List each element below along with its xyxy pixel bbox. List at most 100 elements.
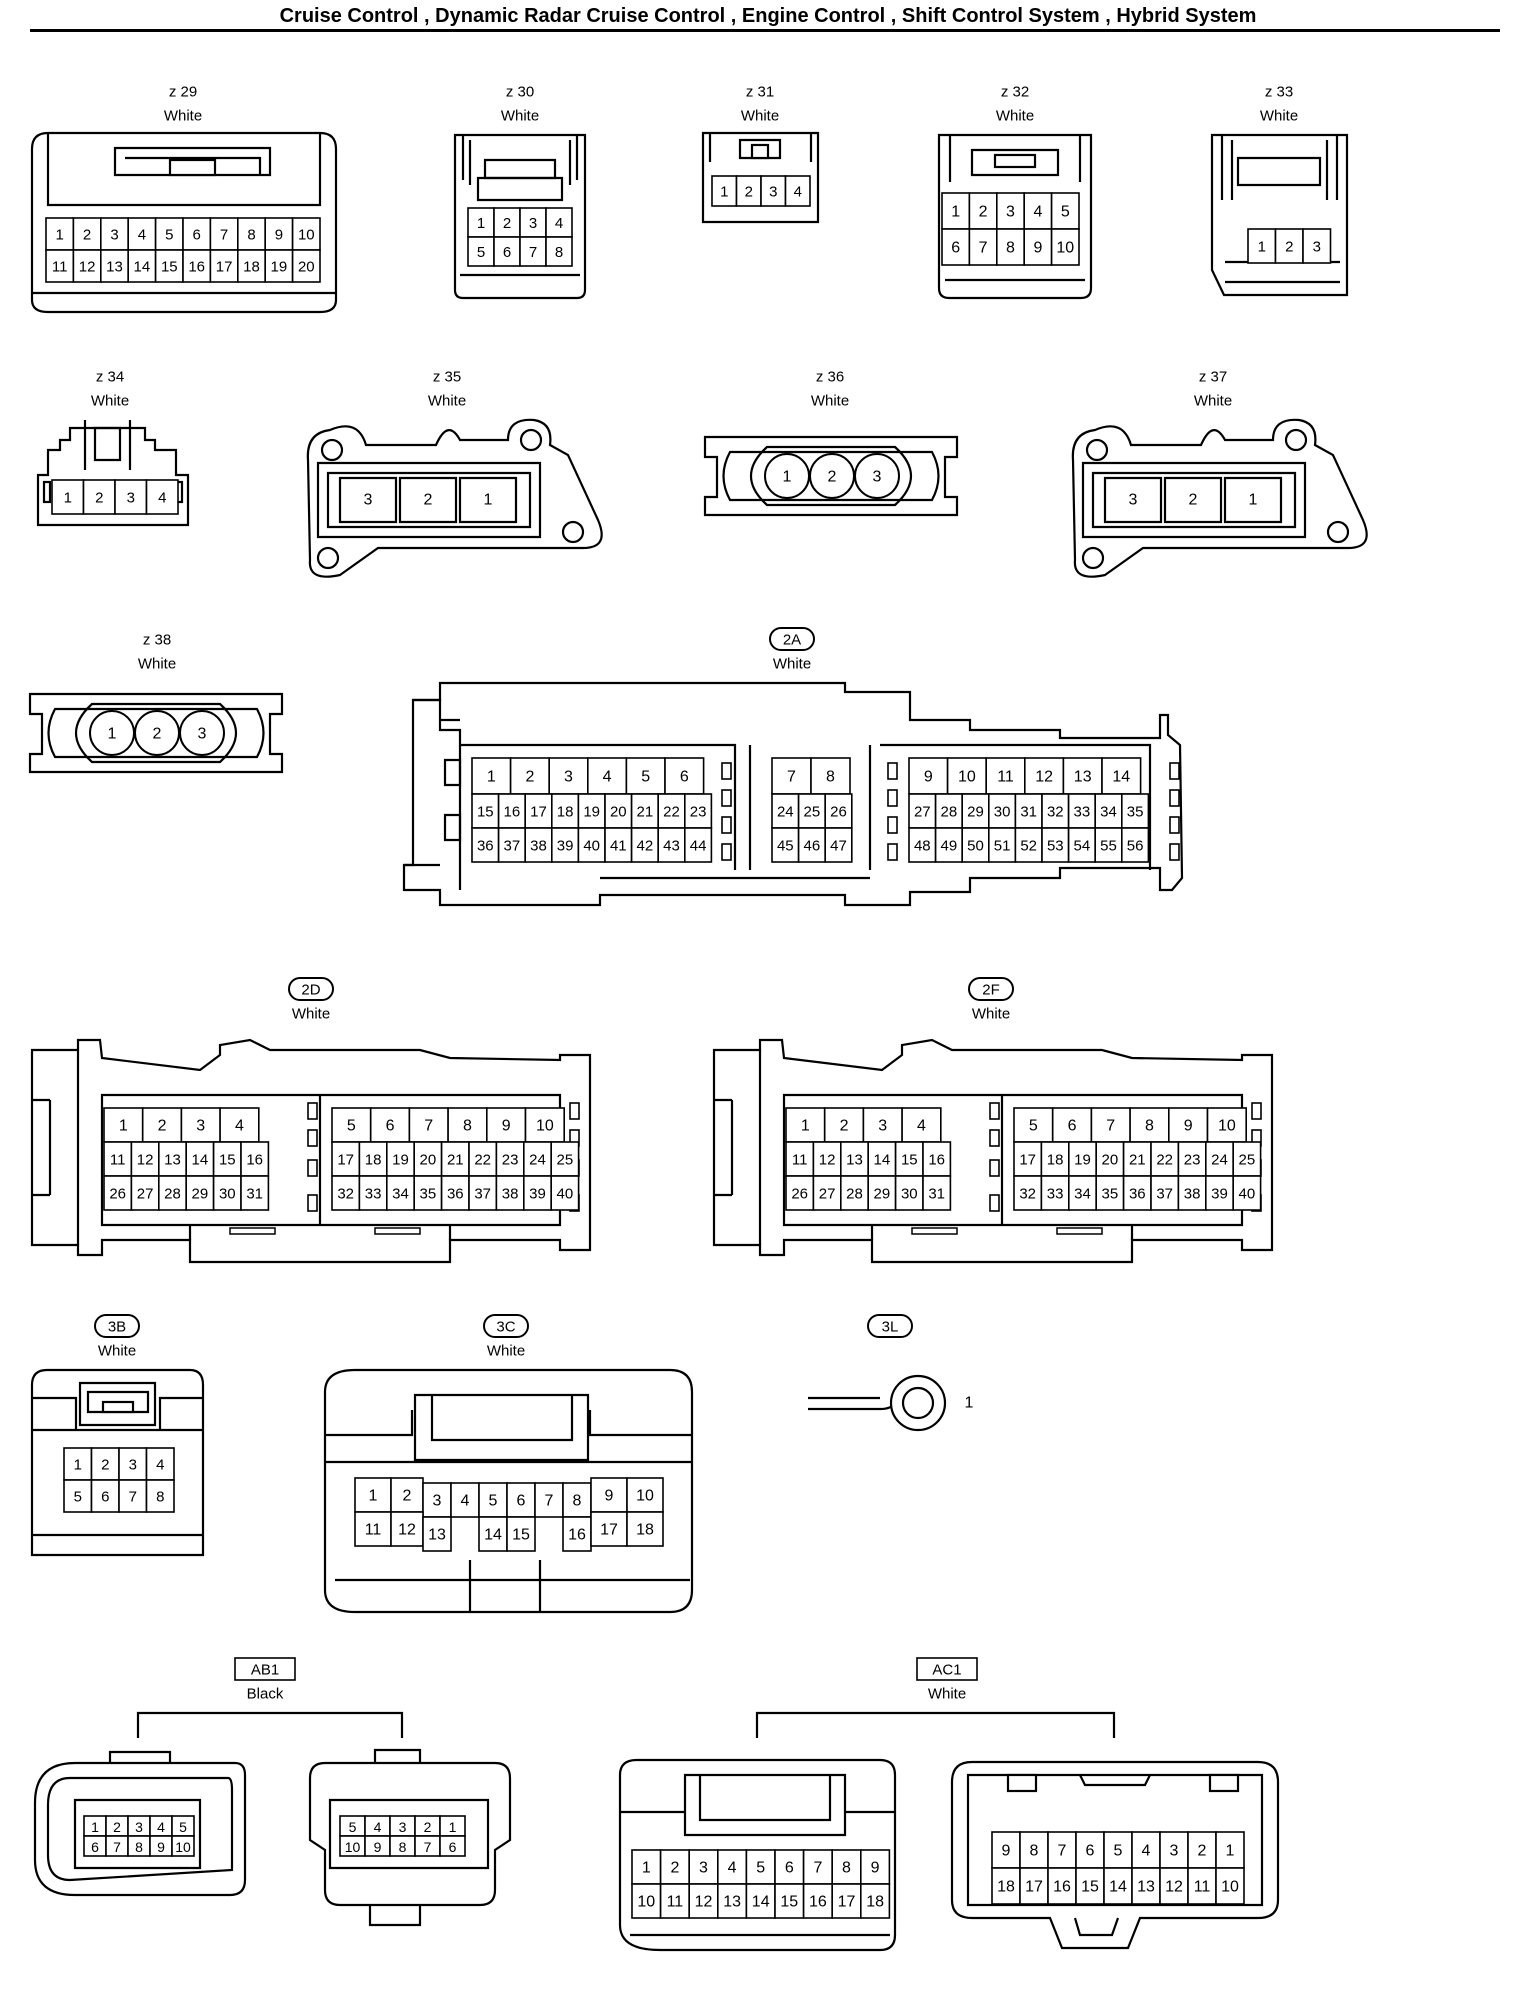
- connector-code-badge: [867, 1314, 913, 1338]
- lock-slot: [1208, 1773, 1240, 1793]
- lock-slot: [721, 843, 732, 861]
- pin-number: 18: [997, 1879, 1015, 1896]
- pin-number: 3: [399, 1819, 407, 1835]
- pin-number: 8: [247, 227, 255, 244]
- lock-tab: [993, 153, 1037, 169]
- pin-cell: [683, 827, 713, 863]
- pin-number: 35: [420, 1186, 437, 1203]
- pin-number: 17: [1019, 1152, 1036, 1169]
- lock-slot: [1169, 843, 1180, 861]
- pin-number: 16: [246, 1152, 263, 1169]
- pin-cell: [862, 1107, 903, 1143]
- pin-number: 8: [555, 244, 563, 261]
- pin-number: 7: [424, 1839, 432, 1855]
- pin-cell: [354, 1511, 392, 1547]
- pin-number: 1: [108, 726, 117, 743]
- pin-number: 6: [517, 1493, 526, 1510]
- pin-cell: [1101, 757, 1142, 795]
- pin-cell: [145, 479, 179, 515]
- pin-number: 17: [216, 259, 233, 276]
- pin-cell: [358, 1175, 388, 1211]
- pin-number: 32: [337, 1186, 354, 1203]
- latch: [113, 146, 272, 177]
- pin-number: 36: [477, 838, 494, 855]
- pin-number: 5: [1114, 1843, 1123, 1860]
- pin-number: 21: [447, 1152, 464, 1169]
- pin-cell: [784, 175, 811, 207]
- pin-cell: [493, 236, 521, 267]
- pin-number: 3: [433, 1493, 442, 1510]
- mount-hole: [561, 520, 585, 544]
- pin-cell: [894, 1141, 924, 1177]
- pin-number: 8: [1145, 1118, 1154, 1135]
- pin-number: 21: [1129, 1152, 1146, 1169]
- pin-number: 2: [424, 492, 433, 509]
- connector-color: White: [292, 1006, 330, 1023]
- lock-slot: [569, 1102, 580, 1120]
- pin-number: 7: [979, 240, 988, 257]
- pin-number: 20: [610, 804, 627, 821]
- connector-code: z 32: [1001, 84, 1029, 101]
- pin-number: 1: [951, 204, 960, 221]
- lock-slot: [307, 1159, 318, 1177]
- connector-code: 2A: [783, 632, 801, 649]
- pin-number: 15: [477, 804, 494, 821]
- pin-cell: [683, 793, 713, 829]
- pin-cell: [946, 757, 987, 795]
- pin-cell: [839, 1141, 869, 1177]
- pin-cell: [1050, 228, 1080, 266]
- pin-number: 26: [830, 804, 847, 821]
- pin-cell: [154, 217, 184, 251]
- pin-number: 15: [512, 1527, 530, 1544]
- pin-number: 24: [1211, 1152, 1228, 1169]
- pin-cell: [922, 1175, 952, 1211]
- pin-number: 13: [723, 1894, 741, 1911]
- pin-number: 6: [1068, 1118, 1077, 1135]
- pin-cell: [630, 793, 659, 829]
- pin-number: 10: [298, 227, 315, 244]
- pin-number: 11: [110, 1152, 126, 1169]
- pin-number: 9: [1002, 1843, 1011, 1860]
- connector-color: White: [487, 1343, 525, 1360]
- pin-cell: [1013, 1107, 1054, 1143]
- lock-slot: [887, 789, 898, 807]
- pin-cell: [785, 1175, 815, 1211]
- pin-number: 3: [198, 726, 207, 743]
- pin-number: 7: [787, 769, 796, 786]
- connector-color: White: [811, 393, 849, 410]
- pin-number: 51: [994, 838, 1011, 855]
- pin-cell: [185, 1175, 215, 1211]
- pin-number: 3: [1170, 1843, 1179, 1860]
- pin-cell: [413, 1175, 443, 1211]
- pin-number: 3: [878, 1118, 887, 1135]
- pin-number: 10: [1218, 1118, 1236, 1135]
- pin-number: 8: [1030, 1843, 1039, 1860]
- pin-number: 1: [119, 1118, 128, 1135]
- pin-cell: [1129, 1107, 1170, 1143]
- pin-number: 22: [1156, 1152, 1173, 1169]
- pin-cell: [1122, 1175, 1152, 1211]
- pin-cell: [590, 1511, 628, 1547]
- pin-number: 2: [840, 1118, 849, 1135]
- pin-number: 21: [637, 804, 654, 821]
- connector-code: z 30: [506, 84, 534, 101]
- pin-number: 1: [56, 227, 64, 244]
- connector-color: Black: [247, 1686, 284, 1703]
- pin-number: 4: [917, 1118, 926, 1135]
- pin-number: 31: [928, 1186, 945, 1203]
- pin-cell: [1150, 1175, 1180, 1211]
- pin-number: 9: [1184, 1118, 1193, 1135]
- pin-number: 4: [728, 1860, 737, 1877]
- connector-color: White: [428, 393, 466, 410]
- pin-number: 37: [1156, 1186, 1173, 1203]
- pin-number: 18: [636, 1522, 654, 1539]
- pin-number: 1: [74, 1457, 82, 1474]
- pin-cell: [1023, 228, 1053, 266]
- pin-cell: [1050, 192, 1080, 230]
- lock-slot: [989, 1129, 1000, 1147]
- pin-cell: [659, 1883, 690, 1919]
- pin-cell: [626, 1511, 664, 1547]
- pin-number: 6: [951, 240, 960, 257]
